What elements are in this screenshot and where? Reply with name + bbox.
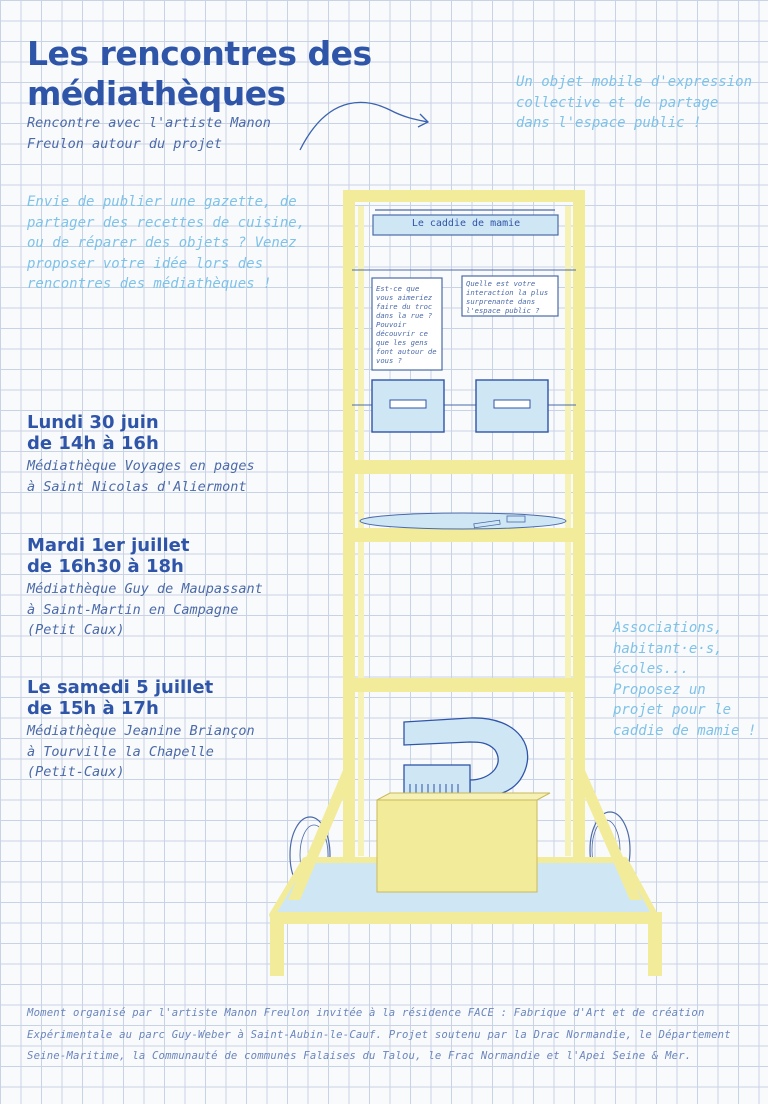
title-line-2: médiathèques <box>27 74 286 113</box>
sign-label: Le caddie de mamie <box>411 218 521 229</box>
frame-top <box>343 190 585 202</box>
wooden-box <box>376 799 538 893</box>
brace-right <box>573 770 642 900</box>
frame-post-left-outer <box>343 190 355 860</box>
question-card-left <box>371 277 443 371</box>
shelf-2 <box>350 528 578 542</box>
event-3-place: Médiathèque Jeanine Briançon à Tourville… <box>27 723 255 780</box>
event-3: Le samedi 5 juillet de 15h à 17h Médiath… <box>27 677 327 783</box>
base-front <box>270 912 662 924</box>
side-note: Associations, habitant·e·s, écoles... Pr… <box>613 620 757 739</box>
event-2-place: Médiathèque Guy de Maupassant à Saint-Ma… <box>27 581 263 638</box>
curved-arrow <box>299 101 429 151</box>
subtitle: Rencontre avec l'artiste Manon Freulon a… <box>27 115 271 152</box>
card-left-text: Est-ce que vous aimeriez faire du troc d… <box>376 284 437 365</box>
footer-credits: Moment organisé par l'artiste Manon Freu… <box>27 1007 731 1062</box>
arrow-head <box>417 113 430 128</box>
event-1: Lundi 30 juin de 14h à 16h Médiathèque V… <box>27 412 327 497</box>
shelf-1 <box>350 460 578 474</box>
sign-board <box>372 214 559 236</box>
leg-right <box>648 920 662 976</box>
tray <box>359 512 567 530</box>
event-1-place: Médiathèque Voyages en pages à Saint Nic… <box>27 458 255 495</box>
event-3-date: Le samedi 5 juillet de 15h à 17h <box>27 677 214 719</box>
leg-left <box>270 920 284 976</box>
brace-left <box>288 770 355 900</box>
intro-right-text: Un objet mobile d'expression collective … <box>516 74 753 131</box>
intro-left-text: Envie de publier une gazette, de partage… <box>27 194 306 292</box>
event-2: Mardi 1er juillet de 16h30 à 18h Médiath… <box>27 535 327 641</box>
shelf-3 <box>350 678 578 692</box>
frame-post-right-outer <box>573 190 585 860</box>
question-card-right <box>461 275 559 317</box>
title-line-1: Les rencontres des <box>27 34 372 73</box>
event-1-date: Lundi 30 juin de 14h à 16h <box>27 412 159 454</box>
event-2-date: Mardi 1er juillet de 16h30 à 18h <box>27 535 190 577</box>
page-title: Les rencontres des médiathèques <box>27 34 372 114</box>
card-right-text: Quelle est votre interaction la plus sur… <box>466 279 549 315</box>
